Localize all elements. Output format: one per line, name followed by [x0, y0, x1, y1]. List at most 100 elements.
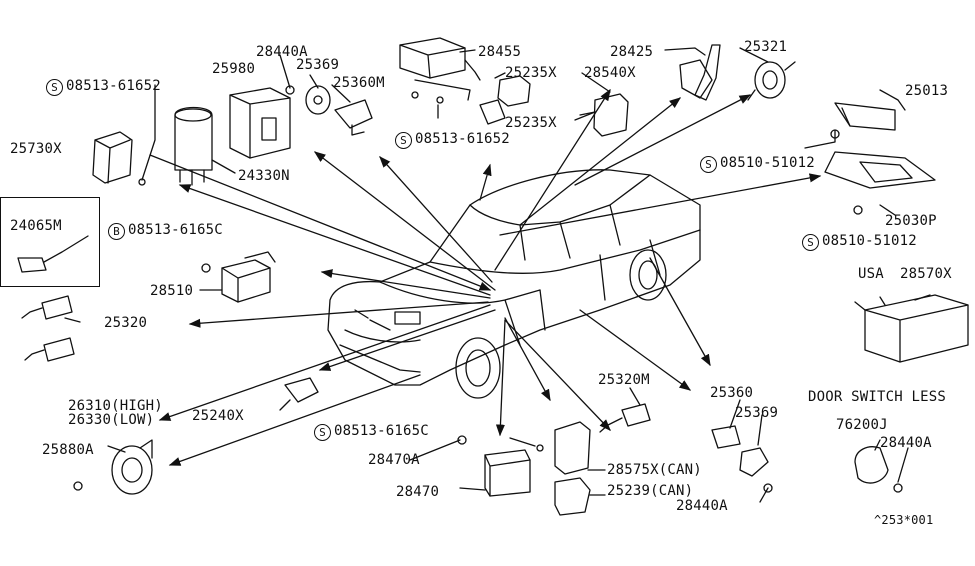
- part-number-text: 08513-61652: [66, 78, 161, 94]
- part-label-p37: 28440A: [676, 498, 728, 514]
- part-label-p39: 76200J: [836, 417, 888, 433]
- part-number-text: 25030P: [885, 213, 937, 229]
- part-number-text: 25360M: [333, 75, 385, 91]
- part-28470-illustration: [457, 435, 531, 497]
- part-label-p25: 26310(HIGH): [68, 398, 163, 414]
- part-number-text: 26310(HIGH): [68, 398, 163, 414]
- part-label-p38: DOOR SWITCH LESS: [808, 389, 946, 405]
- part-number-text: 28440A: [880, 435, 932, 451]
- part-prefix-symbol: B: [108, 223, 125, 240]
- part-label-p27: 25240X: [192, 408, 244, 424]
- part-number-text: 08513-6165C: [128, 222, 223, 238]
- part-number-text: 25239(CAN): [607, 483, 694, 499]
- part-number-text: 24065M: [10, 218, 62, 234]
- part-number-text: 08510-51012: [822, 233, 917, 249]
- part-25320-illustration: [21, 295, 75, 362]
- part-number-text: USA: [858, 266, 884, 282]
- part-label-p10: 28540X: [584, 65, 636, 81]
- part-label-p34: 25239(CAN): [607, 483, 693, 499]
- part-28510-illustration: [201, 251, 276, 303]
- part-number-text: 26330(LOW): [68, 412, 155, 428]
- part-label-p4: 28440A: [256, 44, 308, 60]
- part-25360-25369-illustration: [711, 425, 773, 493]
- part-number-text: 25369: [735, 405, 779, 421]
- part-label-p41: ^253*001: [874, 512, 933, 528]
- part-number-text: ^253*001: [874, 513, 934, 527]
- part-25235x-illustration: [479, 75, 531, 125]
- part-number-text: 25235X: [505, 65, 557, 81]
- part-label-p26: 26330(LOW): [68, 412, 154, 428]
- part-number-text: 28455: [478, 44, 522, 60]
- part-28570x-illustration: [854, 294, 969, 363]
- part-label-p5: 25369: [296, 57, 339, 73]
- part-label-p13: 28425: [610, 44, 653, 60]
- part-label-p30: 28470A: [368, 452, 420, 468]
- part-horn-illustration: [73, 439, 153, 495]
- part-25369-25360m-illustration: [285, 85, 373, 136]
- part-label-p32: 25320M: [598, 372, 650, 388]
- part-28455-illustration: [399, 37, 481, 119]
- part-number-text: 25321: [744, 39, 788, 55]
- part-76200j-illustration: [854, 446, 903, 493]
- part-label-p40: 28440A: [880, 435, 932, 451]
- part-number-text: 25013: [905, 83, 949, 99]
- part-prefix-symbol: S: [314, 424, 331, 441]
- part-25320m-illustration: [599, 403, 651, 433]
- part-number-text: 25369: [296, 57, 340, 73]
- part-label-p9: 25235X: [505, 65, 557, 81]
- part-prefix-symbol: S: [802, 234, 819, 251]
- part-label-p15: 25013: [905, 83, 948, 99]
- part-label-p21: 28510: [150, 283, 193, 299]
- part-label-p31: 28470: [396, 484, 439, 500]
- 24065m-detail-box: [0, 197, 100, 287]
- part-prefix-symbol: S: [700, 156, 717, 173]
- part-number-text: 25320: [104, 315, 148, 331]
- part-number-text: 25320M: [598, 372, 650, 388]
- part-prefix-symbol: S: [46, 79, 63, 96]
- part-28425-illustration: [679, 44, 721, 101]
- part-number-text: DOOR SWITCH LESS: [808, 389, 947, 405]
- part-label-p14: 25321: [744, 39, 787, 55]
- part-number-text: 08513-61652: [415, 131, 510, 147]
- part-label-p23: USA: [858, 266, 884, 282]
- part-number-text: 25240X: [192, 408, 244, 424]
- part-number-text: 28575X(CAN): [607, 462, 702, 478]
- part-label-p36: 25369: [735, 405, 778, 421]
- car-illustration: [327, 169, 701, 399]
- part-number-text: 28470A: [368, 452, 420, 468]
- part-label-p7: 24330N: [238, 168, 290, 184]
- part-25013-illustration: [830, 102, 896, 139]
- part-label-p28: 25880A: [42, 442, 94, 458]
- part-label-p35: 25360: [710, 385, 753, 401]
- part-24065m-illustration: [17, 235, 89, 273]
- part-28575x-illustration: [536, 421, 591, 516]
- part-label-p11: 25235X: [505, 115, 557, 131]
- part-label-p33: 28575X(CAN): [607, 462, 702, 478]
- part-number-text: 28440A: [256, 44, 308, 60]
- part-25321-illustration: [747, 61, 796, 101]
- part-number-text: 24330N: [238, 168, 290, 184]
- part-label-p19: 24065M: [10, 218, 62, 234]
- part-number-text: 25980: [212, 61, 256, 77]
- part-label-p2: 25730X: [10, 141, 62, 157]
- part-25240x-illustration: [279, 377, 319, 411]
- part-number-text: 25235X: [505, 115, 557, 131]
- part-24330n-illustration: [174, 106, 213, 186]
- part-number-text: 28425: [610, 44, 654, 60]
- part-number-text: 28470: [396, 484, 440, 500]
- part-prefix-symbol: S: [395, 132, 412, 149]
- part-number-text: 28440A: [676, 498, 728, 514]
- part-25030p-illustration: [824, 151, 936, 215]
- part-label-p3: 25980: [212, 61, 255, 77]
- part-label-p22: 25320: [104, 315, 147, 331]
- leader-lines: [149, 88, 822, 466]
- part-number-text: 08510-51012: [720, 155, 815, 171]
- part-number-text: 25360: [710, 385, 754, 401]
